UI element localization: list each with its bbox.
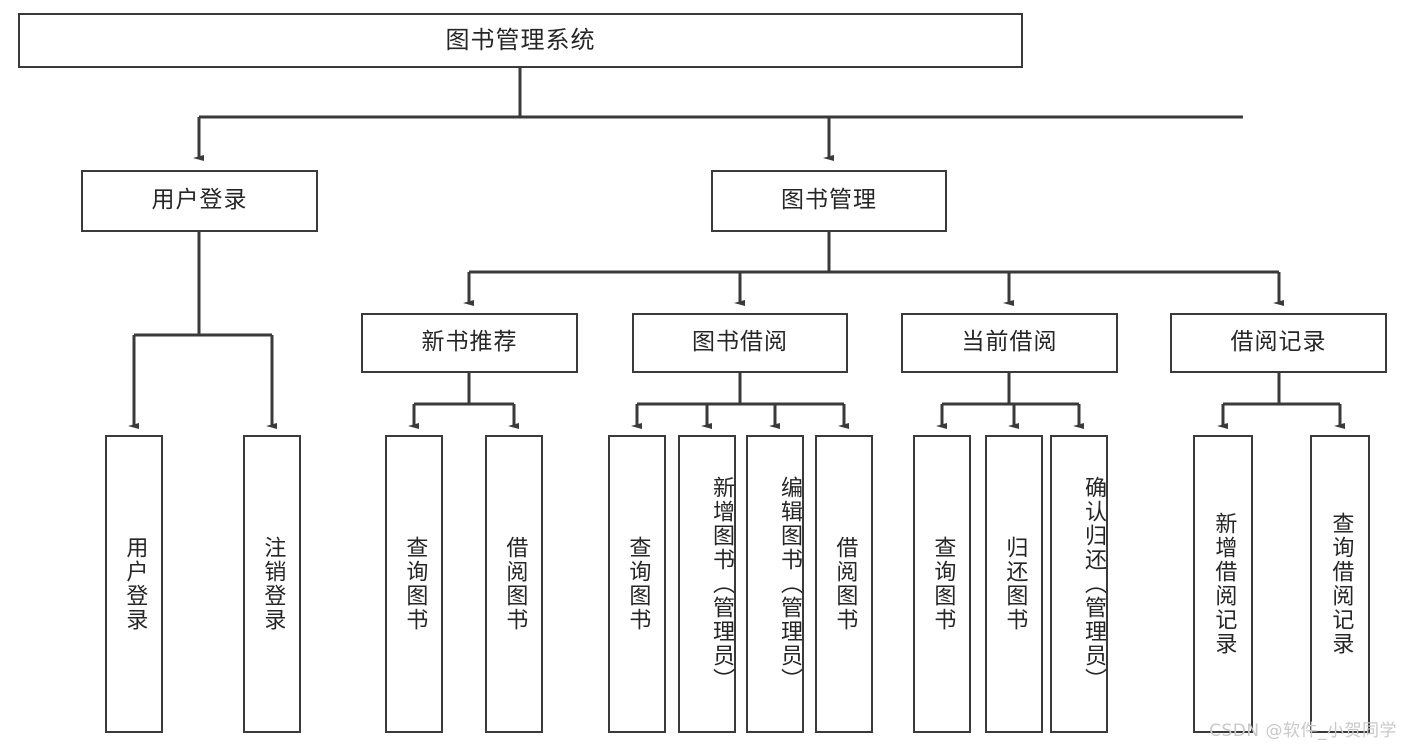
node-leaf-borrow-book-a-label: 借阅图书 — [502, 536, 528, 632]
node-leaf-query-book-a-label: 查询图书 — [402, 536, 428, 632]
node-leaf-edit-book-admin[interactable]: 编辑图书（管理员） — [746, 435, 804, 733]
node-user-login[interactable]: 用户登录 — [81, 170, 318, 232]
node-leaf-logout-label: 注销登录 — [260, 536, 286, 632]
node-leaf-add-book-admin[interactable]: 新增图书（管理员） — [678, 435, 736, 733]
node-leaf-query-record-label: 查询借阅记录 — [1328, 512, 1354, 656]
node-current-borrow-label: 当前借阅 — [961, 329, 1058, 356]
node-leaf-borrow-book-b[interactable]: 借阅图书 — [815, 435, 873, 733]
node-current-borrow[interactable]: 当前借阅 — [901, 313, 1118, 373]
node-leaf-user-login[interactable]: 用户登录 — [105, 435, 163, 733]
node-leaf-return-book[interactable]: 归还图书 — [985, 435, 1043, 733]
node-leaf-query-book-a[interactable]: 查询图书 — [385, 435, 443, 733]
node-book-manage[interactable]: 图书管理 — [711, 170, 947, 232]
node-leaf-logout[interactable]: 注销登录 — [243, 435, 301, 733]
node-new-book-recommend[interactable]: 新书推荐 — [361, 313, 578, 373]
node-borrow-record-label: 借阅记录 — [1230, 329, 1327, 356]
node-root-label: 图书管理系统 — [445, 26, 596, 55]
node-root[interactable]: 图书管理系统 — [18, 13, 1023, 68]
node-leaf-query-book-c-label: 查询图书 — [930, 536, 956, 632]
node-leaf-confirm-return-admin-label: 确认归还（管理员） — [1081, 476, 1106, 692]
node-leaf-add-record-label: 新增借阅记录 — [1211, 512, 1237, 656]
node-book-borrow[interactable]: 图书借阅 — [632, 313, 848, 373]
node-new-book-recommend-label: 新书推荐 — [421, 329, 518, 356]
node-leaf-edit-book-admin-label: 编辑图书（管理员） — [777, 476, 802, 692]
node-borrow-record[interactable]: 借阅记录 — [1170, 313, 1387, 373]
node-leaf-query-book-b[interactable]: 查询图书 — [608, 435, 666, 733]
node-user-login-label: 用户登录 — [151, 187, 248, 214]
node-leaf-user-login-label: 用户登录 — [122, 536, 148, 632]
node-leaf-add-book-admin-label: 新增图书（管理员） — [709, 476, 734, 692]
node-leaf-return-book-label: 归还图书 — [1002, 536, 1028, 632]
node-leaf-confirm-return-admin[interactable]: 确认归还（管理员） — [1050, 435, 1108, 733]
node-leaf-borrow-book-b-label: 借阅图书 — [832, 536, 858, 632]
node-book-manage-label: 图书管理 — [781, 187, 877, 214]
node-leaf-query-book-b-label: 查询图书 — [625, 536, 651, 632]
node-leaf-borrow-book-a[interactable]: 借阅图书 — [485, 435, 543, 733]
node-book-borrow-label: 图书借阅 — [692, 329, 788, 356]
node-leaf-query-book-c[interactable]: 查询图书 — [913, 435, 971, 733]
node-leaf-add-record[interactable]: 新增借阅记录 — [1193, 435, 1253, 733]
csdn-watermark: CSDN @软件_小贺同学 — [1209, 721, 1397, 741]
node-leaf-query-record[interactable]: 查询借阅记录 — [1310, 435, 1370, 733]
